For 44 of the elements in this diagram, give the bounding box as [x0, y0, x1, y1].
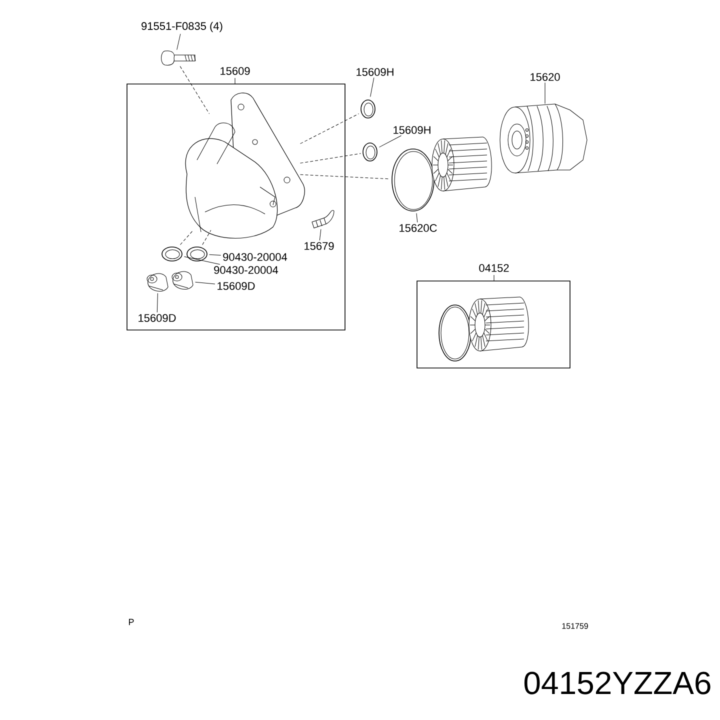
callout-number: 15609H	[356, 68, 394, 76]
leader-line	[416, 213, 418, 223]
washer-drawing	[186, 246, 208, 262]
leader-line	[544, 82, 546, 104]
callout-number: 15679	[304, 242, 334, 250]
leader-line	[319, 229, 322, 241]
node-label: 04152	[479, 264, 509, 272]
callout-number: 15620C	[400, 224, 437, 232]
washer-drawing	[162, 246, 182, 262]
callout-number: 90430-20004	[214, 266, 278, 274]
plug-drawing	[146, 273, 168, 292]
leader-line	[209, 254, 222, 256]
leader-line	[176, 34, 181, 50]
callout-number: 91551-F0835 (4)	[142, 22, 222, 32]
callout-number: 15609D	[138, 314, 176, 322]
ring-drawing	[362, 142, 378, 162]
ring-drawing	[360, 100, 376, 118]
assembly-line	[180, 66, 210, 114]
drawing-number: 151759	[562, 623, 588, 629]
note-text: P	[129, 618, 134, 626]
leader-line	[370, 77, 374, 97]
cap-drawing	[500, 104, 588, 174]
assembly-line	[300, 174, 390, 180]
housing-drawing	[185, 92, 305, 239]
parts-group-box: 04152	[416, 264, 570, 368]
assembly-line	[300, 113, 359, 144]
part-number: 04152YZZA6	[524, 672, 710, 694]
plug-drawing	[172, 271, 194, 290]
assembly-line	[180, 230, 194, 245]
o-ring-drawing	[392, 148, 434, 212]
leader-line	[156, 293, 158, 313]
callout-number: 15620	[530, 73, 560, 81]
node-label: 15609	[220, 67, 250, 75]
filter-element-drawing	[432, 136, 492, 192]
callout-number: 90430-20004	[223, 253, 288, 261]
assembly-line	[300, 153, 361, 164]
assembly-line	[202, 230, 212, 245]
callout-number: 15609H	[394, 126, 430, 134]
bolt-drawing	[161, 50, 196, 66]
leader-line	[195, 282, 216, 284]
leader-line	[379, 135, 402, 148]
callout-number: 15609D	[218, 282, 255, 290]
leader-line	[184, 256, 220, 265]
clip-drawing	[312, 210, 334, 228]
